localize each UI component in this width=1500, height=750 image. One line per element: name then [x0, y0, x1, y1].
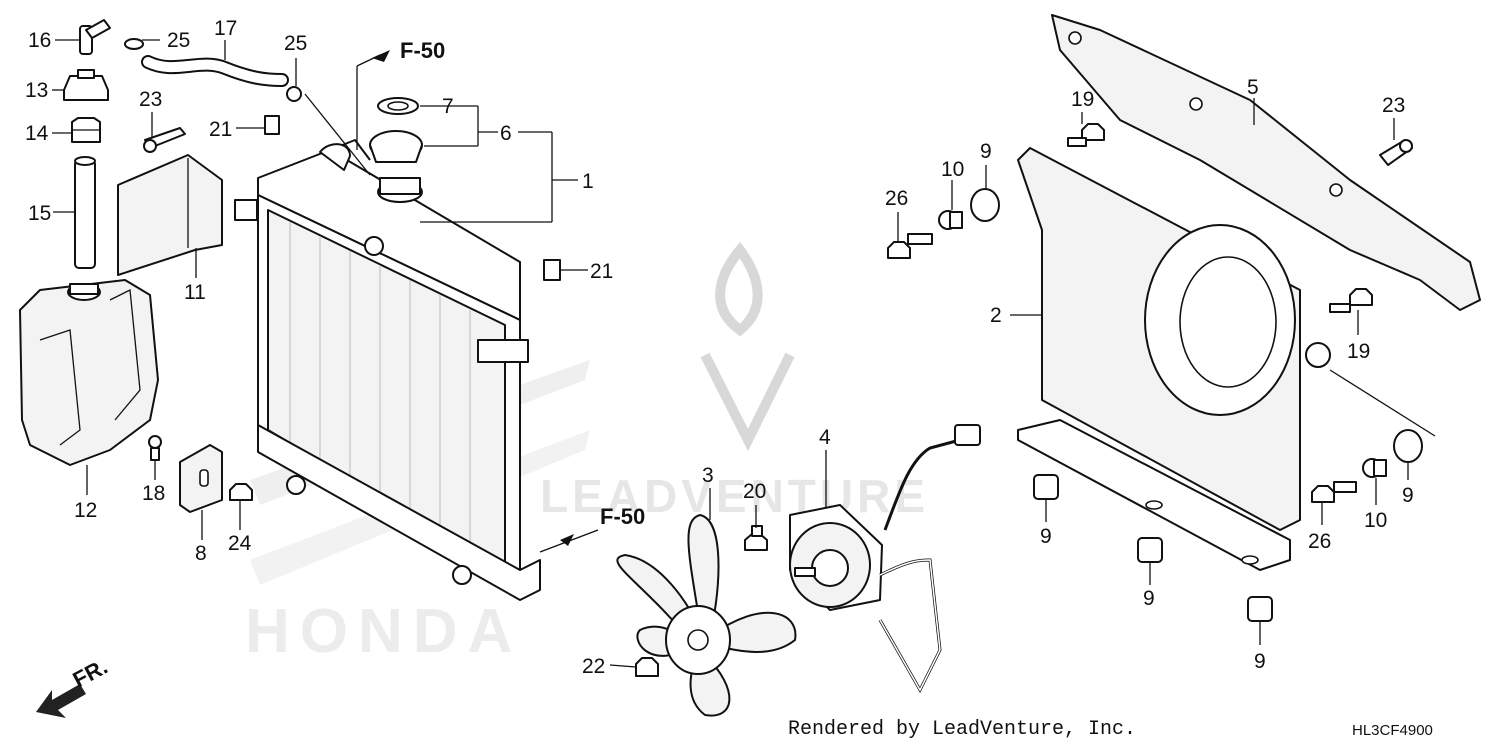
part-19-bolt-2	[1329, 288, 1373, 313]
callout-7: 7	[442, 95, 454, 118]
callout-5: 5	[1247, 76, 1259, 99]
callout-9b: 9	[1040, 525, 1052, 548]
callout-17: 17	[214, 17, 237, 40]
part-16-elbow-fitting	[79, 19, 111, 55]
f50-reference-top: F-50	[400, 38, 445, 63]
f50-reference-bottom: F-50	[600, 504, 645, 529]
rendered-by-credit: Rendered by LeadVenture, Inc.	[788, 718, 1137, 741]
part-21-clip-nut	[264, 115, 280, 135]
part-9-grommet-3	[1033, 474, 1059, 500]
callout-19b: 19	[1347, 340, 1370, 363]
part-14-grommet	[71, 117, 101, 143]
callout-23: 23	[139, 88, 162, 111]
callout-13: 13	[25, 79, 48, 102]
part-18-bolt	[148, 435, 162, 461]
part-22-nut	[635, 657, 659, 677]
callout-9: 9	[980, 140, 992, 163]
callout-10: 10	[941, 158, 964, 181]
part-23-clip-2	[1379, 139, 1413, 166]
callout-1: 1	[582, 170, 594, 193]
watermark-text: LEADVENTURE	[540, 470, 929, 522]
part-4-fan-motor	[789, 424, 981, 694]
callout-19: 19	[1071, 88, 1094, 111]
callout-23b: 23	[1382, 94, 1405, 117]
callout-20: 20	[743, 480, 766, 503]
callout-24: 24	[228, 532, 252, 555]
part-8-stay	[179, 444, 223, 513]
part-9-grommet-4	[1137, 537, 1163, 563]
brand-text: HONDA	[245, 597, 522, 666]
f50-arrows	[372, 50, 574, 546]
part-1-radiator	[234, 139, 541, 601]
part-9-grommet-2	[1393, 429, 1423, 463]
part-24-nut	[229, 483, 253, 501]
part-11-bracket	[117, 154, 223, 276]
part-12-reserve-tank	[19, 279, 159, 466]
callout-25b: 25	[284, 32, 307, 55]
callout-4: 4	[819, 426, 831, 449]
callout-9c: 9	[1143, 587, 1155, 610]
part-13-reserve-tank-cap	[63, 69, 109, 101]
part-10-collar	[938, 210, 963, 230]
leader-lines	[52, 39, 1436, 668]
part-9-grommet	[970, 188, 1000, 222]
part-17-siphon-hose	[141, 55, 289, 87]
callout-11: 11	[184, 281, 206, 304]
part-23-clip	[143, 127, 186, 153]
callout-15: 15	[28, 202, 51, 225]
part-20-bolt	[744, 525, 768, 551]
part-21-clip-nut-2	[543, 259, 561, 281]
part-19-bolt	[1067, 123, 1105, 147]
callout-10b: 10	[1364, 509, 1387, 532]
callout-9d: 9	[1254, 650, 1266, 673]
part-26-bolt-2	[1311, 481, 1357, 503]
part-7-seal	[377, 97, 419, 115]
callout-3: 3	[702, 464, 714, 487]
diagram-code: HL3CF4900	[1352, 722, 1433, 739]
callout-21b: 21	[590, 260, 613, 283]
part-26-bolt	[887, 233, 933, 259]
callout-25: 25	[167, 29, 190, 52]
callout-26b: 26	[1308, 530, 1331, 553]
part-25-hose-clip	[124, 38, 144, 50]
front-arrow-icon	[36, 684, 86, 718]
part-15-overflow-pipe	[74, 156, 96, 269]
part-10-collar-2	[1362, 458, 1387, 478]
part-2-fan-shroud	[1017, 147, 1331, 571]
front-label: FR.	[69, 654, 112, 693]
callout-6: 6	[500, 122, 512, 145]
callout-14: 14	[25, 122, 49, 145]
callouts: 16 25 17 25 13 14 15 23 21 11 12 18 8 24…	[25, 17, 1414, 678]
part-6-radiator-cap	[369, 130, 423, 163]
callout-16: 16	[28, 29, 51, 52]
callout-8: 8	[195, 542, 207, 565]
callout-22: 22	[582, 655, 605, 678]
callout-2: 2	[990, 304, 1002, 327]
part-5-upper-shroud	[1051, 14, 1481, 311]
part-25-hose-clip-2	[286, 86, 302, 102]
callout-21: 21	[209, 118, 232, 141]
callout-26: 26	[885, 187, 908, 210]
callout-9e: 9	[1402, 484, 1414, 507]
callout-12: 12	[74, 499, 97, 522]
callout-18: 18	[142, 482, 165, 505]
part-3-cooling-fan	[616, 514, 797, 717]
watermark: LEADVENTURE	[540, 241, 929, 522]
part-9-grommet-5	[1247, 596, 1273, 622]
